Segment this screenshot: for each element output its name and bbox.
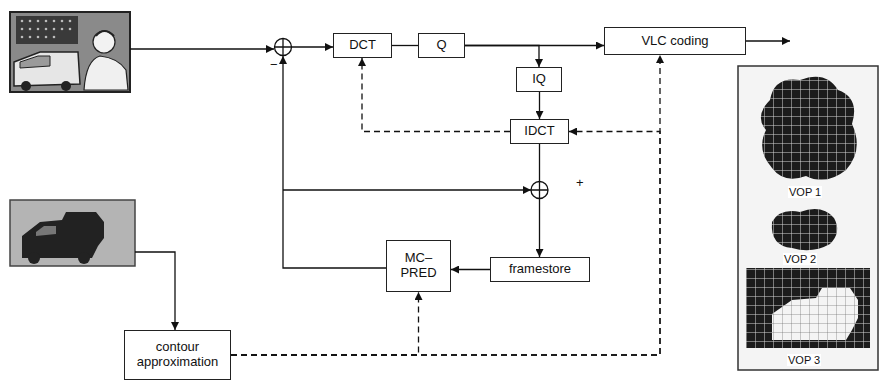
sum-junction <box>275 39 549 199</box>
box-label: IQ <box>532 72 546 87</box>
box-label: contour approximation <box>130 340 225 370</box>
process-box: MC– PRED <box>386 240 451 292</box>
process-box: DCT <box>333 33 392 58</box>
signal-connector <box>451 269 490 270</box>
shape-info-connector <box>231 132 660 356</box>
vop-panel <box>738 66 878 370</box>
box-label: VLC coding <box>641 34 708 49</box>
box-label: IDCT <box>524 124 554 139</box>
box-label: DCT <box>349 38 376 53</box>
process-box: IDCT <box>510 119 569 144</box>
process-box: contour approximation <box>124 330 231 380</box>
shape-info-connector <box>231 292 419 355</box>
process-box: framestore <box>490 257 590 282</box>
vop-label: VOP 2 <box>783 253 817 265</box>
vop-label: VOP 1 <box>788 186 822 198</box>
sign-label: + <box>575 176 585 190</box>
signal-wires <box>130 41 790 330</box>
signal-connector <box>539 92 540 119</box>
process-box: VLC coding <box>604 27 746 55</box>
box-label: MC– PRED <box>399 251 439 281</box>
input-image <box>10 12 130 92</box>
process-box: Q <box>418 33 465 58</box>
shape-info-connector <box>362 58 510 132</box>
box-label: Q <box>436 38 446 53</box>
sign-label: − <box>269 58 279 72</box>
vop-label: VOP 3 <box>787 354 821 366</box>
shape-info-connector <box>231 55 660 355</box>
signal-connector <box>465 46 539 68</box>
shape-mask-image <box>10 200 135 266</box>
signal-connector <box>539 144 540 257</box>
signal-connector <box>392 45 418 46</box>
process-box: IQ <box>516 67 562 92</box>
box-label: framestore <box>509 262 571 277</box>
